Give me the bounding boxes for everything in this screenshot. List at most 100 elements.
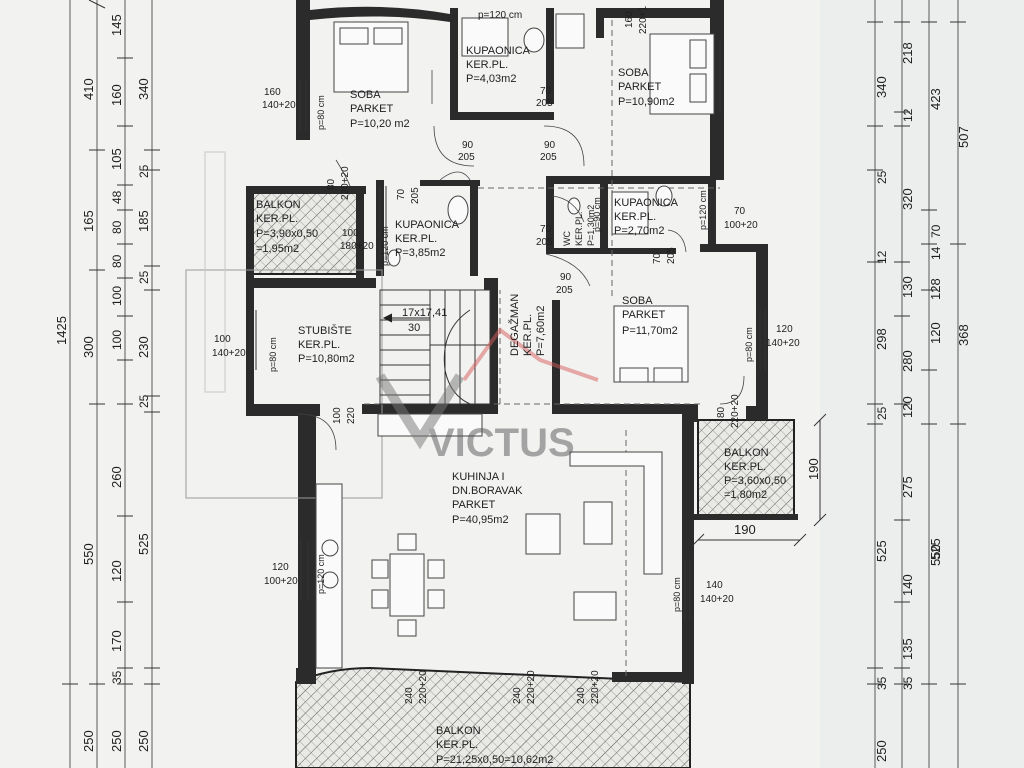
room-soba3-floor: PARKET	[622, 309, 665, 321]
op-7-w: 80	[326, 178, 337, 190]
op-13-w: 70	[652, 252, 663, 264]
op-26-w: p=120 cm	[316, 554, 326, 594]
dim-r3-120: 120	[928, 322, 943, 344]
op-30-h: 220+20	[526, 670, 537, 704]
op-12-h: 205	[536, 237, 553, 248]
op-5-h: 205	[458, 152, 475, 163]
op-6-h: 205	[540, 152, 557, 163]
op-29-h: 220+20	[418, 670, 429, 704]
balcony-right	[697, 419, 795, 519]
dining-table	[389, 553, 425, 617]
room-balkon2-floor: KER.PL.	[724, 461, 766, 473]
op-27-w: p=80 cm	[672, 577, 682, 612]
room-kuhinja-name: KUHINJA I	[452, 471, 505, 483]
op-9-w: 100	[342, 228, 359, 239]
dim-r2-130: 130	[900, 276, 915, 298]
op-4-w: 70	[540, 86, 552, 97]
room-balkon3-name: BALKON	[436, 725, 481, 737]
op-25-w: 120	[272, 562, 289, 573]
op-0-w: 160	[264, 87, 281, 98]
op-31-w: 240	[576, 687, 587, 704]
room-balkon1-area2: =1,95m2	[256, 243, 299, 255]
left-dimensions: 1425 410 165 300 550 250 145 160 105 48 …	[54, 0, 160, 768]
dim-left-410: 410	[81, 78, 96, 100]
dim-r1-12: 12	[875, 250, 889, 264]
dim-left-550: 550	[81, 543, 96, 565]
dim-r3-423: 423	[928, 88, 943, 110]
dim-r2-120: 120	[900, 396, 915, 418]
room-kup2-floor: KER.PL.	[395, 233, 437, 245]
op-21-h: 220	[346, 407, 357, 424]
op-20-w: 120	[776, 324, 793, 335]
op-10-w: p=120 cm	[380, 226, 390, 266]
op-9-h: 180+20	[340, 241, 374, 252]
dim-r2-280: 280	[900, 350, 915, 372]
op-22-h: 220+20	[730, 394, 741, 428]
room-balkon3-floor: KER.PL.	[436, 739, 478, 751]
sofa	[569, 451, 663, 575]
dim-r1-525: 525	[874, 540, 889, 562]
room-degazman-name: DEGAŽMAN	[508, 294, 521, 356]
room-soba1-name: SOBA	[350, 89, 381, 101]
op-6-w: 90	[544, 140, 556, 151]
op-15-h: 100+20	[724, 220, 758, 231]
op-18-w: p=80 cm	[268, 337, 278, 372]
dim-r2-218: 218	[900, 42, 915, 64]
balcony-bottom	[295, 666, 691, 768]
op-21-w: 100	[332, 407, 343, 424]
op-3-h: 220+1	[638, 5, 649, 34]
room-degazman-area: P=7,60m2	[535, 306, 547, 356]
dim-l3-250: 250	[109, 730, 124, 752]
dim-l3-170: 170	[109, 630, 124, 652]
sink-2	[447, 195, 469, 225]
dim-r4-507: 507	[956, 126, 971, 148]
room-kup3-floor: KER.PL.	[614, 211, 656, 223]
op-24-w: 190	[734, 522, 756, 537]
dim-r1-35: 35	[875, 676, 889, 690]
room-wc-name: WC	[562, 231, 572, 246]
dim-l3-145: 145	[109, 14, 124, 36]
dim-r2-275: 275	[900, 476, 915, 498]
op-28-w: 140	[706, 580, 723, 591]
room-kup1-area: P=4,03m2	[466, 73, 516, 85]
room-kuhinja-area: P=40,95m2	[452, 514, 509, 526]
walls	[246, 0, 798, 684]
watermark: VICTUS	[375, 327, 599, 465]
sink-1	[523, 27, 545, 53]
op-19-w: p=80 cm	[744, 327, 754, 362]
op-11-w: p=90 cm	[592, 197, 602, 232]
dim-r1-250: 250	[874, 740, 889, 762]
dim-l4-250: 250	[136, 730, 151, 752]
sink-3	[655, 185, 673, 207]
windows	[249, 40, 766, 620]
op-17-h: 140+20	[212, 348, 246, 359]
room-balkon2-area: P=3,60x0,50	[724, 475, 786, 487]
dim-r4-368: 368	[956, 324, 971, 346]
op-5-w: 90	[462, 140, 474, 151]
bathtub-1	[461, 17, 509, 57]
op-25-h: 100+20	[264, 576, 298, 587]
room-balkon1-floor: KER.PL.	[256, 213, 298, 225]
room-balkon1-area: P=3,90x0,50	[256, 228, 318, 240]
room-stubiste-area: P=10,80m2	[298, 353, 355, 365]
room-stubiste-floor: KER.PL.	[298, 339, 340, 351]
dim-l3-105: 105	[109, 148, 124, 170]
dim-r1-25: 25	[875, 170, 889, 184]
room-balkon2-name: BALKON	[724, 447, 769, 459]
op-23-w: 190	[806, 458, 821, 480]
staircase	[379, 289, 491, 405]
op-4-h: 205	[536, 98, 553, 109]
dim-r3-14: 14	[929, 246, 943, 260]
room-balkon1-name: BALKON	[256, 199, 301, 211]
door-swings	[297, 70, 745, 451]
dim-left-250: 250	[81, 730, 96, 752]
room-wc-area: P=1,30m2	[586, 205, 596, 246]
dim-l4-25c: 25	[137, 394, 151, 408]
op-15-w: 70	[734, 206, 746, 217]
room-soba1-floor: PARKET	[350, 103, 393, 115]
room-wc-floor: KER.PL.	[574, 211, 584, 246]
room-kup3-area: P=2,70m2	[614, 225, 664, 237]
right-dimensions: 340 25 12 298 25 525 35 250 218 12 320 1…	[867, 0, 971, 768]
room-soba3-name: SOBA	[622, 295, 653, 307]
